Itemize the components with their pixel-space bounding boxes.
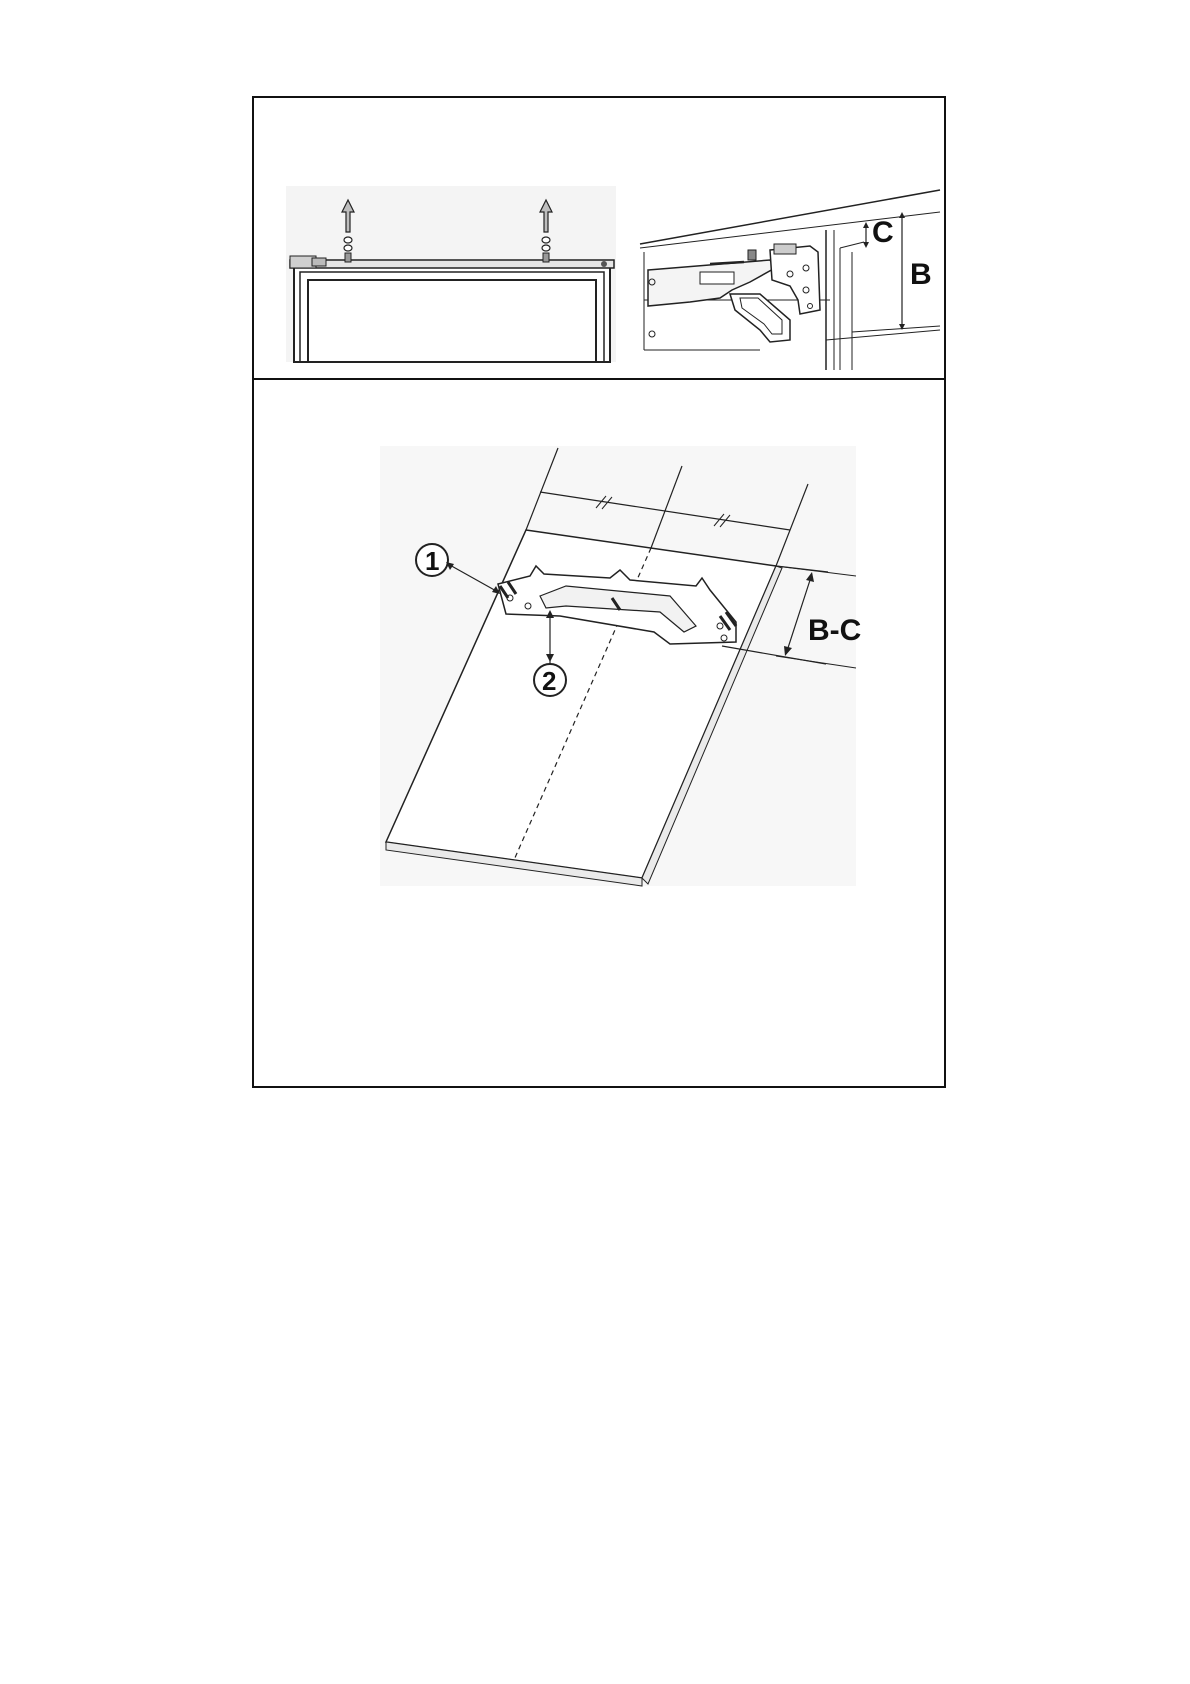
- bracket-mounting-diagram: B-C 1 2: [380, 446, 860, 886]
- dimension-label-b: B: [910, 258, 932, 291]
- dimension-label-c: C: [872, 216, 894, 249]
- svg-text:2: 2: [542, 666, 556, 696]
- svg-text:1: 1: [425, 546, 439, 576]
- panel-divider: [254, 378, 944, 380]
- hinge-dimension-diagram: C B: [640, 190, 942, 370]
- dimension-label-b-c: B-C: [808, 614, 861, 647]
- door-top-diagram: [286, 186, 616, 362]
